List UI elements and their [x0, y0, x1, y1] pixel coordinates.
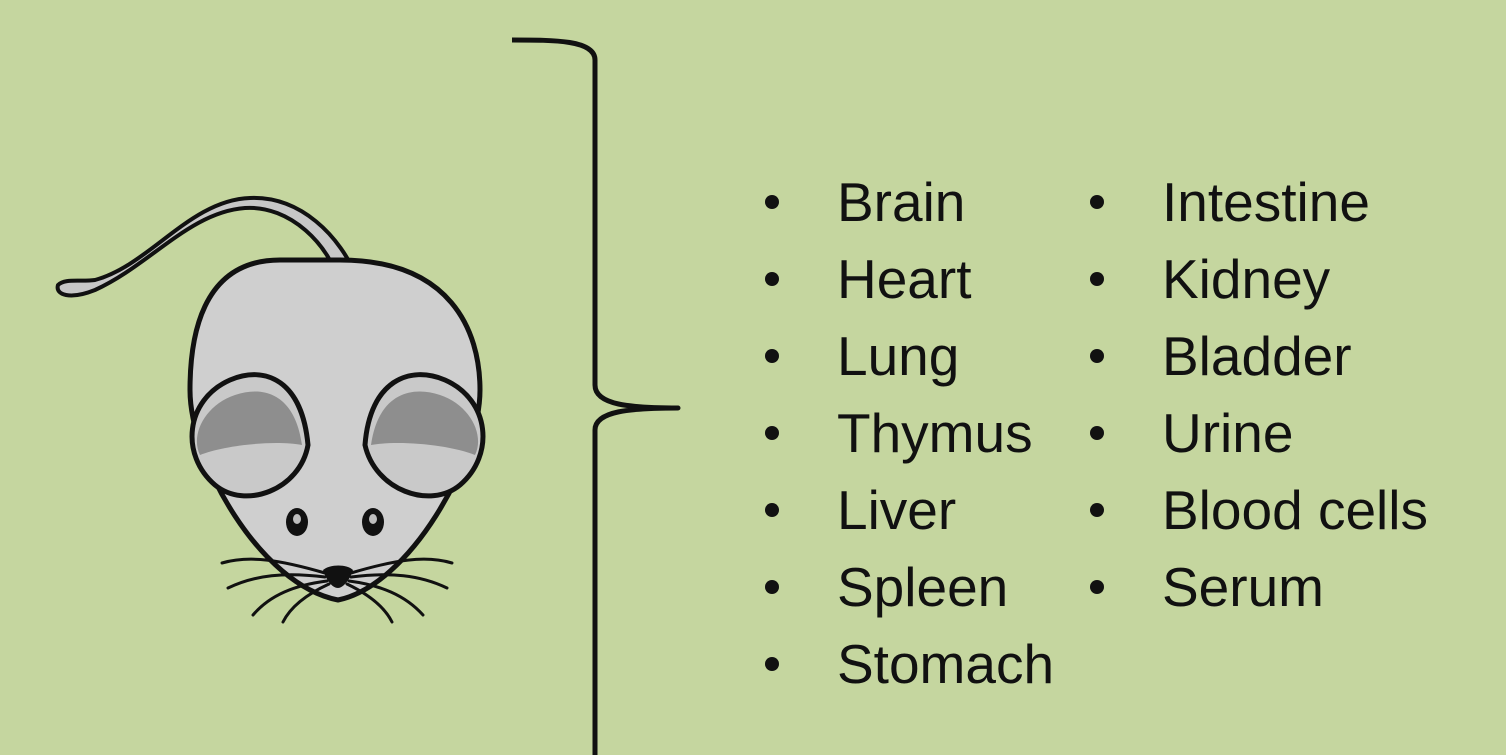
list-item: Kidney [1090, 240, 1428, 317]
list-item: Stomach [765, 625, 1054, 702]
curly-brace [500, 30, 700, 755]
bullet-icon [765, 195, 779, 209]
bullet-icon [765, 657, 779, 671]
list-item: Urine [1090, 394, 1428, 471]
bullet-icon [765, 503, 779, 517]
bullet-icon [1090, 426, 1104, 440]
bullet-icon [1090, 503, 1104, 517]
list-item: Brain [765, 163, 1054, 240]
bullet-icon [765, 580, 779, 594]
bullet-icon [1090, 349, 1104, 363]
bullet-icon [765, 272, 779, 286]
bullet-icon [1090, 272, 1104, 286]
bullet-icon [765, 349, 779, 363]
list-item: Spleen [765, 548, 1054, 625]
list-item: Lung [765, 317, 1054, 394]
list-item: Bladder [1090, 317, 1428, 394]
bullet-icon [1090, 195, 1104, 209]
list-item: Heart [765, 240, 1054, 317]
mouse-illustration [40, 190, 510, 630]
list-item: Blood cells [1090, 471, 1428, 548]
list-item: Liver [765, 471, 1054, 548]
list-item: Intestine [1090, 163, 1428, 240]
organ-list-right: Intestine Kidney Bladder Urine Blood cel… [1090, 163, 1428, 625]
organ-list-left: Brain Heart Lung Thymus Liver Spleen Sto… [765, 163, 1054, 702]
bullet-icon [1090, 580, 1104, 594]
bullet-icon [765, 426, 779, 440]
list-item: Thymus [765, 394, 1054, 471]
list-item: Serum [1090, 548, 1428, 625]
